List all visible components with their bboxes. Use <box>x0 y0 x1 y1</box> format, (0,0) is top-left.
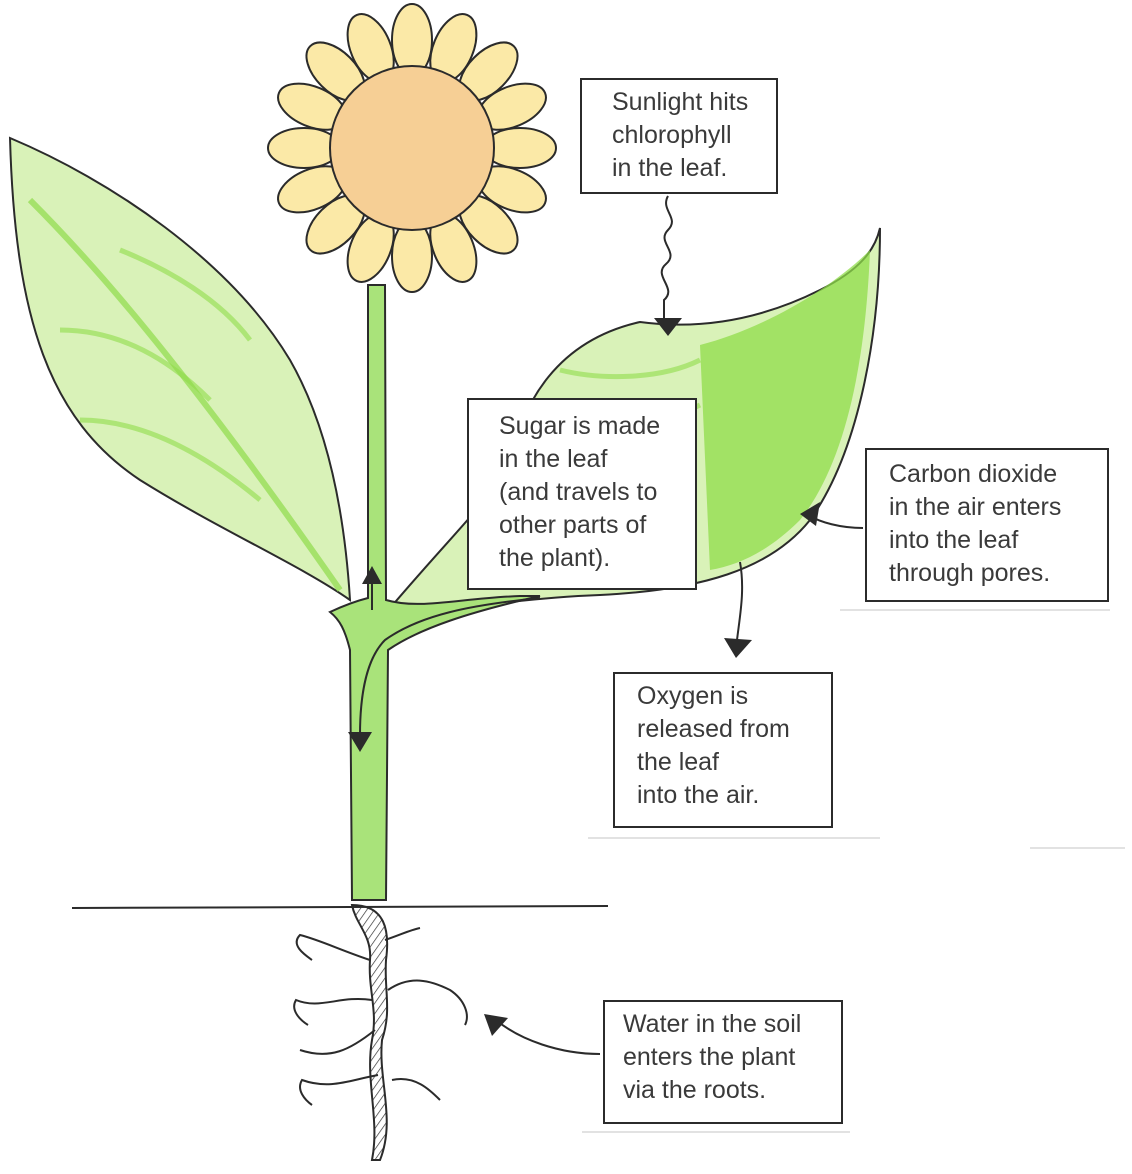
oxygen-line-1: Oxygen is <box>637 680 831 713</box>
co2-line-3: into the leaf <box>889 524 1107 557</box>
flower-center <box>330 66 494 230</box>
co2-arrow <box>810 516 863 528</box>
oxygen-label-box: Oxygen is released from the leaf into th… <box>613 672 833 828</box>
water-line-1: Water in the soil <box>623 1008 841 1041</box>
oxygen-arrow <box>737 562 742 640</box>
co2-line-4: through pores. <box>889 557 1107 590</box>
sugar-line-4: other parts of <box>499 509 695 542</box>
oxygen-arrowhead <box>724 638 752 658</box>
oxygen-line-4: into the air. <box>637 779 831 812</box>
sunlight-line-2: chlorophyll <box>612 119 776 152</box>
water-arrow <box>496 1020 600 1054</box>
sunlight-arrow <box>662 196 672 318</box>
co2-line-2: in the air enters <box>889 491 1107 524</box>
sunlight-line-3: in the leaf. <box>612 152 776 185</box>
water-line-3: via the roots. <box>623 1074 841 1107</box>
sunflower <box>268 4 556 292</box>
carbon-dioxide-label-box: Carbon dioxide in the air enters into th… <box>865 448 1109 602</box>
water-arrowhead <box>484 1014 508 1036</box>
water-label-box: Water in the soil enters the plant via t… <box>603 1000 843 1124</box>
oxygen-line-3: the leaf <box>637 746 831 779</box>
sugar-line-2: in the leaf <box>499 443 695 476</box>
sugar-label-box: Sugar is made in the leaf (and travels t… <box>467 398 697 590</box>
sugar-line-5: the plant). <box>499 542 695 575</box>
ground-line <box>72 906 608 908</box>
sunlight-line-1: Sunlight hits <box>612 86 776 119</box>
sugar-line-3: (and travels to <box>499 476 695 509</box>
oxygen-line-2: released from <box>637 713 831 746</box>
sugar-line-1: Sugar is made <box>499 410 695 443</box>
sunlight-label-box: Sunlight hits chlorophyll in the leaf. <box>580 78 778 194</box>
water-line-2: enters the plant <box>623 1041 841 1074</box>
co2-line-1: Carbon dioxide <box>889 458 1107 491</box>
roots <box>294 905 467 1160</box>
